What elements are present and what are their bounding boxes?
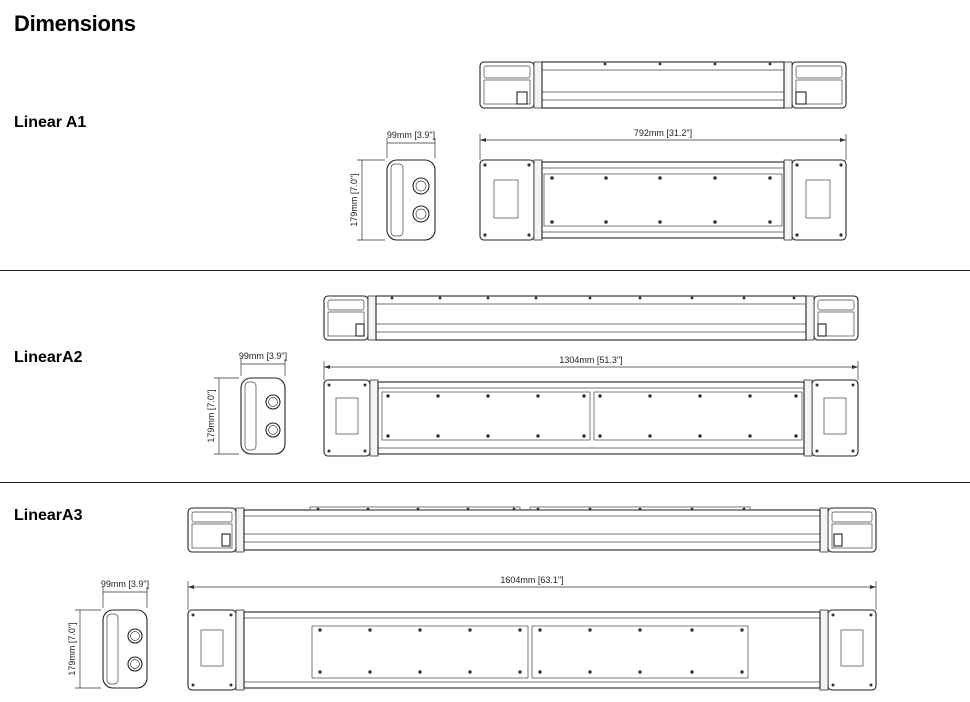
a3-length-dimension xyxy=(187,581,877,610)
a3-width-label: 99mm [3.9"] xyxy=(101,579,149,589)
a2-length-label: 1304mm [51.3"] xyxy=(559,355,622,365)
page-title: Dimensions xyxy=(14,11,136,36)
section-label-a2: LinearA2 xyxy=(14,349,83,366)
a2-length-dimension xyxy=(323,361,859,380)
section-label-a3: LinearA3 xyxy=(14,507,83,524)
a3-side-view xyxy=(187,506,877,553)
a1-length-dimension xyxy=(479,134,847,160)
a2-side-view xyxy=(323,295,859,341)
a3-length-label: 1604mm [63.1"] xyxy=(500,575,563,585)
section-divider xyxy=(0,270,970,271)
section-divider xyxy=(0,482,970,483)
a1-end-view xyxy=(357,138,436,241)
a2-height-label: 179mm [7.0"] xyxy=(206,389,216,442)
a3-end-view xyxy=(75,587,148,689)
a1-height-label: 179mm [7.0"] xyxy=(349,173,359,226)
a2-front-view xyxy=(323,379,859,457)
a1-front-view xyxy=(479,159,847,241)
a3-height-label: 179mm [7.0"] xyxy=(67,622,77,675)
a1-width-label: 99mm [3.9"] xyxy=(387,130,435,140)
a2-end-view xyxy=(214,359,286,455)
a3-front-view xyxy=(187,609,877,691)
a1-side-view xyxy=(479,61,847,109)
a1-length-label: 792mm [31.2"] xyxy=(634,128,692,138)
a2-width-label: 99mm [3.9"] xyxy=(239,351,287,361)
section-label-a1: Linear A1 xyxy=(14,114,87,131)
